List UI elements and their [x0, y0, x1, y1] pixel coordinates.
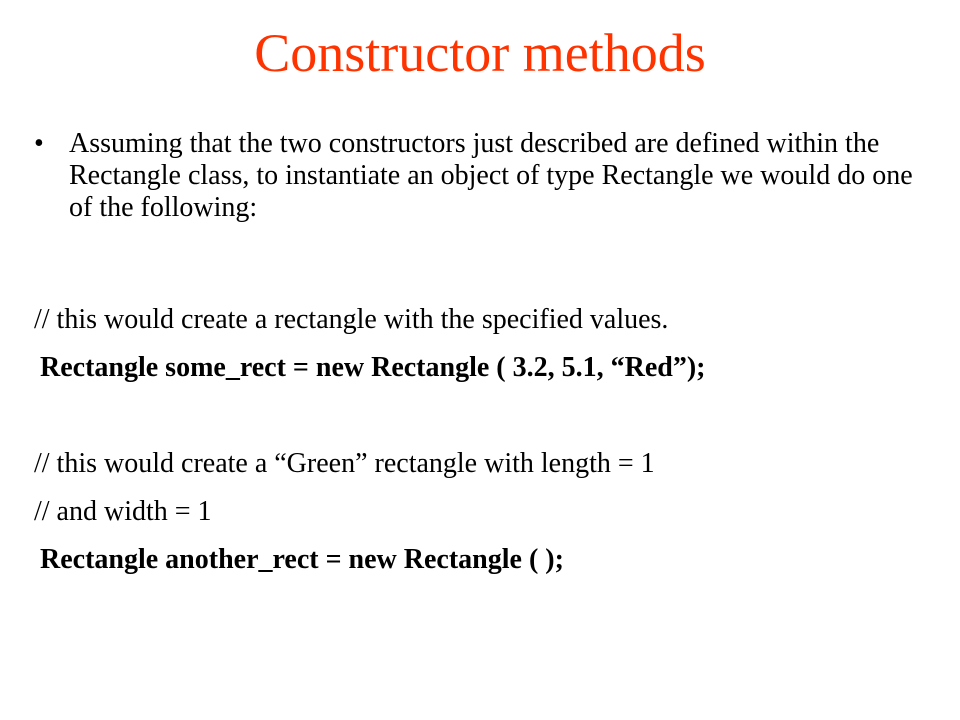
- code-line-2: Rectangle another_rect = new Rectangle (…: [40, 544, 564, 575]
- comment-line-1: // this would create a rectangle with th…: [34, 304, 669, 335]
- comment-line-2: // this would create a “Green” rectangle…: [34, 448, 655, 479]
- bullet-icon: •: [34, 128, 44, 159]
- code-line-1: Rectangle some_rect = new Rectangle ( 3.…: [40, 352, 706, 383]
- comment-line-3: // and width = 1: [34, 496, 212, 527]
- bullet-point: • Assuming that the two constructors jus…: [34, 128, 934, 224]
- bullet-text: Assuming that the two constructors just …: [69, 128, 913, 223]
- slide-title: Constructor methods: [254, 23, 706, 83]
